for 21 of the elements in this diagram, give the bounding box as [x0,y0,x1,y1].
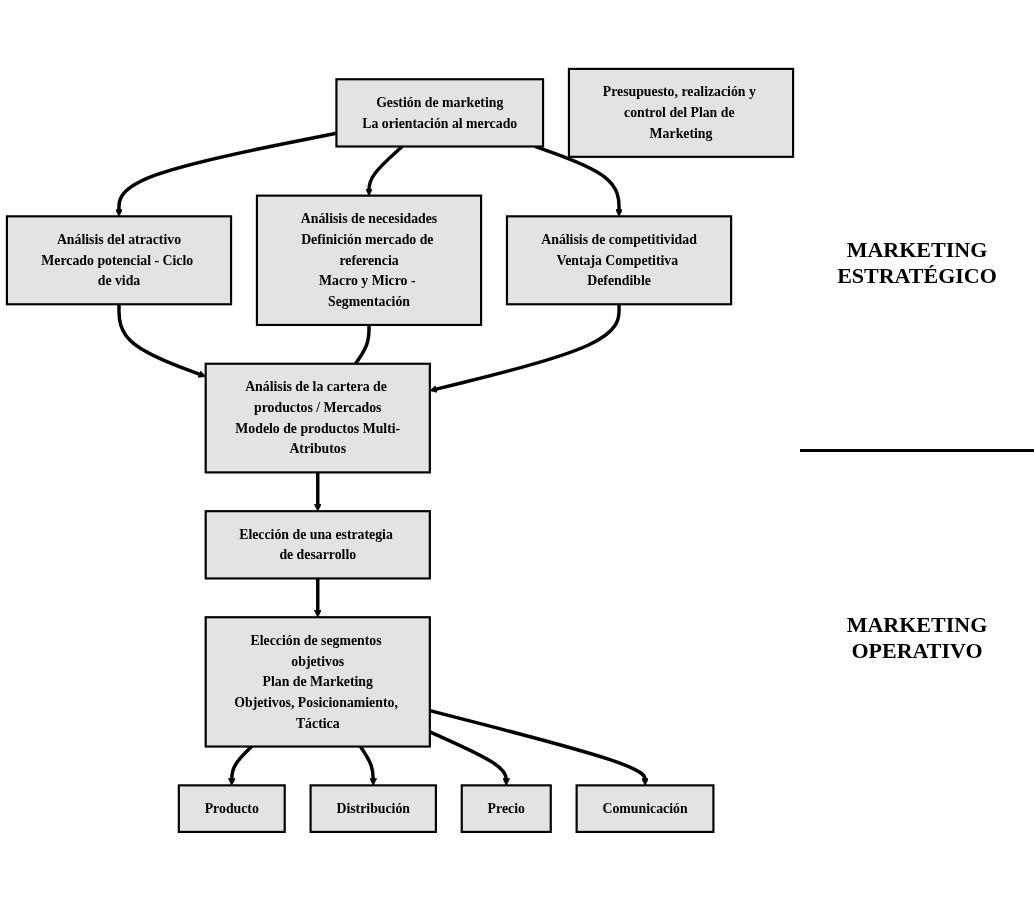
node-box: Análisis de competitividad Ventaja Competitiva Defendible [505,215,733,306]
node-box: Análisis de necesidades Definición mercado de referencia Macro y Micro - Segmentación [255,194,483,327]
node-box: Elección de una estrategia de desarrollo [204,510,431,580]
node-box: Comunicación [575,784,715,834]
section-label: MARKETING OPERATIVO [845,612,989,664]
node-box: Gestión de marketing La orientación al mercado [335,78,545,148]
arrow [429,730,511,786]
arrow [313,578,322,618]
node-box: Análisis del atractivo Mercado potencial - Ciclo de vida [5,215,233,306]
section-label: MARKETING ESTRATÉGICO [836,237,998,289]
node-box: Presupuesto, realización y control del Plan de Marketing [567,67,795,158]
node-box: Distribución [309,784,437,834]
arrow [313,472,322,512]
arrow [429,709,649,786]
arrow [429,304,621,393]
node-box: Producto [177,784,286,834]
arrow [117,304,206,378]
arrow [115,131,337,217]
node-box: Elección de segmentos objetivos Plan de Marketing Objetivos, Posicionamiento, Táctica [204,616,431,748]
node-box: Precio [460,784,552,834]
node-box: Análisis de la cartera de productos / Mercados Modelo de productos Multi-Atributos [204,362,431,474]
